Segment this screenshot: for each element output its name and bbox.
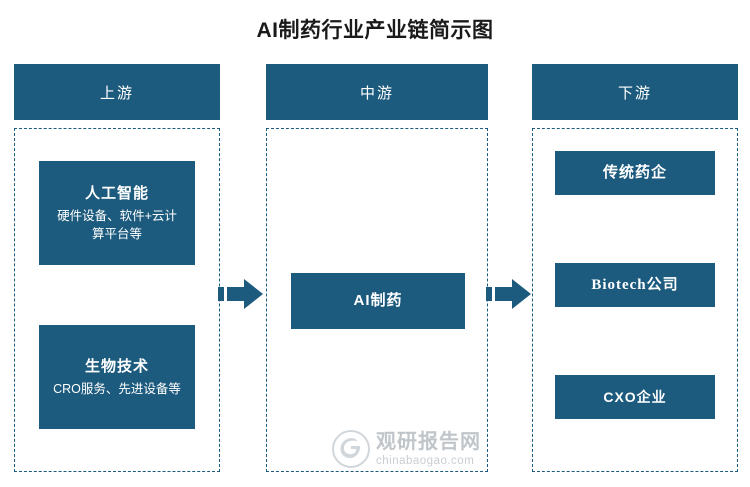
box-biotech-company[interactable]: Biotech公司 [555,263,715,307]
box-traditional-pharma[interactable]: 传统药企 [555,151,715,195]
column-header-midstream: 中游 [266,64,488,120]
box-cxo-enterprise[interactable]: CXO企业 [555,375,715,419]
box-title: 人工智能 [84,184,149,202]
column-header-upstream: 上游 [14,64,220,120]
box-title: 传统药企 [602,163,667,181]
page-title: AI制药行业产业链简示图 [256,19,494,42]
box-biotechnology[interactable]: 生物技术 CRO服务、先进设备等 [39,325,195,429]
box-title: AI制药 [353,291,403,309]
column-downstream: 下游 传统药企 Biotech公司 CXO企业 [532,64,738,472]
box-title: CXO企业 [603,388,667,405]
column-body-upstream: 人工智能 硬件设备、软件+云计算平台等 生物技术 CRO服务、先进设备等 [14,128,220,472]
column-body-midstream: AI制药 [266,128,488,472]
box-subtitle: CRO服务、先进设备等 [53,382,181,397]
arrow-right-icon [486,276,534,312]
box-ai-pharma[interactable]: AI制药 [291,273,465,329]
column-header-downstream: 下游 [532,64,738,120]
box-subtitle: 硬件设备、软件+云计算平台等 [57,209,177,242]
column-midstream: 中游 AI制药 [266,64,488,472]
box-title: 生物技术 [84,357,149,375]
column-body-downstream: 传统药企 Biotech公司 CXO企业 [532,128,738,472]
box-artificial-intelligence[interactable]: 人工智能 硬件设备、软件+云计算平台等 [39,161,195,265]
column-upstream: 上游 人工智能 硬件设备、软件+云计算平台等 生物技术 CRO服务、先进设备等 [14,64,220,472]
arrow-right-icon [218,276,266,312]
box-title: Biotech公司 [591,276,679,293]
